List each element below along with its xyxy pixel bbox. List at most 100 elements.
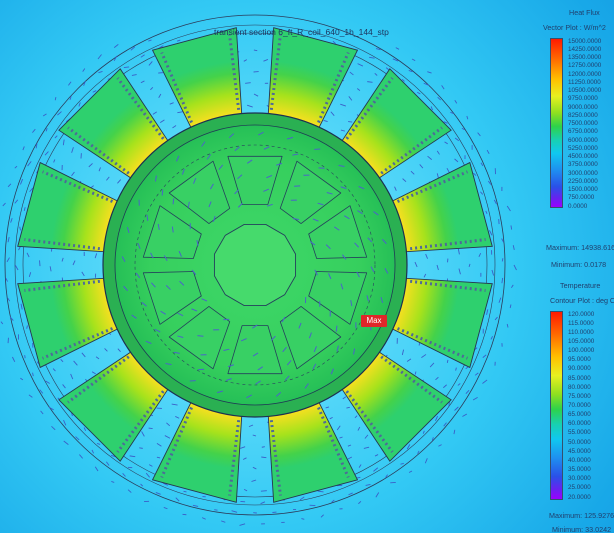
flux-arrow bbox=[401, 349, 405, 356]
flux-arrow bbox=[356, 271, 360, 278]
flux-arrow bbox=[419, 164, 424, 169]
flux-arrow bbox=[248, 424, 254, 428]
flux-arrow bbox=[422, 430, 425, 434]
flux-arrow bbox=[480, 162, 484, 167]
flux-arrow bbox=[270, 335, 276, 341]
flux-arrow bbox=[49, 266, 52, 272]
flux-arrow bbox=[23, 207, 26, 211]
flux-arrow bbox=[160, 310, 166, 315]
housing-ring bbox=[22, 32, 488, 498]
flux-arrow bbox=[444, 141, 448, 145]
stator-coil-block bbox=[267, 27, 359, 128]
flux-arrow bbox=[176, 155, 180, 162]
flux-arrow bbox=[26, 252, 30, 258]
flux-arrow bbox=[212, 215, 216, 222]
flux-arrow bbox=[53, 159, 56, 163]
temperature-tick-label: 20.0000 bbox=[568, 493, 591, 501]
flux-arrow bbox=[148, 464, 153, 467]
flux-arrow bbox=[91, 371, 96, 375]
flux-arrow bbox=[26, 325, 28, 329]
flux-arrow bbox=[44, 151, 49, 156]
flux-arrow bbox=[367, 81, 373, 83]
heat-flux-tick-label: 5250.0000 bbox=[568, 144, 598, 152]
flux-arrow bbox=[156, 456, 161, 459]
flux-arrow bbox=[281, 316, 286, 323]
flux-arrow bbox=[436, 150, 440, 155]
flux-arrow bbox=[266, 174, 273, 179]
flux-arrow bbox=[48, 406, 54, 411]
flux-arrow bbox=[83, 427, 87, 432]
flux-arrow bbox=[61, 257, 64, 262]
flux-arrow bbox=[425, 253, 428, 259]
flux-arrow bbox=[292, 218, 299, 220]
flux-arrow bbox=[261, 446, 265, 448]
flux-arrow bbox=[335, 325, 338, 332]
flux-arrow bbox=[12, 356, 16, 363]
flux-arrow bbox=[326, 192, 333, 195]
heat-flux-tick-label: 15000.0000 bbox=[568, 37, 602, 45]
flux-arrow bbox=[106, 176, 110, 181]
flux-arrow bbox=[117, 348, 121, 353]
flux-arrow bbox=[400, 462, 404, 465]
stator-coils bbox=[17, 27, 493, 503]
flux-arrow bbox=[334, 226, 340, 231]
flux-arrow bbox=[373, 211, 379, 216]
flux-arrow bbox=[234, 189, 240, 195]
flux-arrow bbox=[312, 218, 319, 222]
flux-arrow bbox=[169, 102, 174, 105]
flux-arrow bbox=[88, 163, 93, 168]
flux-arrow bbox=[342, 396, 347, 400]
flux-arrow bbox=[423, 82, 430, 86]
flux-arrow bbox=[356, 476, 361, 479]
flux-arrow bbox=[148, 61, 153, 66]
flux-arrow bbox=[62, 384, 66, 389]
flux-arrow bbox=[454, 99, 458, 104]
flux-arrow bbox=[261, 456, 267, 459]
rotor-pole-pocket bbox=[142, 205, 202, 259]
flux-arrow bbox=[299, 496, 305, 501]
flux-arrow bbox=[127, 489, 132, 493]
heat-flux-tick-label: 6750.0000 bbox=[568, 128, 598, 136]
temperature-tick-label: 35.0000 bbox=[568, 466, 591, 474]
flux-arrow bbox=[210, 183, 214, 190]
flux-arrow bbox=[246, 394, 252, 399]
flux-arrow bbox=[304, 383, 309, 389]
flux-arrow bbox=[468, 263, 471, 267]
heat-flux-minimum: Minimum: 0.0178 bbox=[551, 260, 607, 269]
max-temperature-marker[interactable]: Max bbox=[361, 315, 387, 327]
flux-arrow bbox=[454, 406, 459, 411]
flux-arrow bbox=[28, 272, 32, 277]
flux-arrow bbox=[286, 136, 293, 140]
flux-arrow bbox=[227, 364, 234, 368]
flux-arrow bbox=[486, 309, 489, 315]
flux-arrow bbox=[284, 375, 290, 381]
heat-flux-tick-label: 2250.0000 bbox=[568, 177, 598, 185]
flux-arrow bbox=[478, 252, 482, 258]
flux-arrow bbox=[317, 202, 324, 206]
flux-arrow bbox=[22, 146, 25, 151]
flux-arrow bbox=[234, 146, 240, 152]
rotor-pole-pocket bbox=[227, 325, 283, 375]
flux-arrow bbox=[146, 214, 149, 221]
flux-arrow bbox=[506, 205, 511, 212]
temperature-color-bar bbox=[550, 311, 563, 500]
heat-flux-tick-label: 9000.0000 bbox=[568, 103, 598, 111]
flux-arrow bbox=[341, 254, 347, 260]
flux-arrow bbox=[454, 137, 460, 142]
flux-arrow bbox=[255, 380, 261, 385]
flux-arrow bbox=[73, 360, 78, 366]
flux-arrow bbox=[366, 295, 369, 302]
flux-arrow bbox=[52, 368, 56, 372]
flux-arrow bbox=[423, 273, 427, 278]
flux-arrow bbox=[131, 314, 137, 319]
flux-arrow bbox=[60, 359, 64, 363]
temperature-tick-label: 105.0000 bbox=[568, 337, 595, 345]
flux-arrow bbox=[408, 470, 413, 473]
flux-arrow bbox=[62, 139, 65, 146]
flux-arrow bbox=[394, 186, 397, 191]
flux-arrow bbox=[370, 266, 375, 273]
flux-arrow bbox=[225, 378, 232, 381]
flux-arrow bbox=[161, 189, 164, 196]
